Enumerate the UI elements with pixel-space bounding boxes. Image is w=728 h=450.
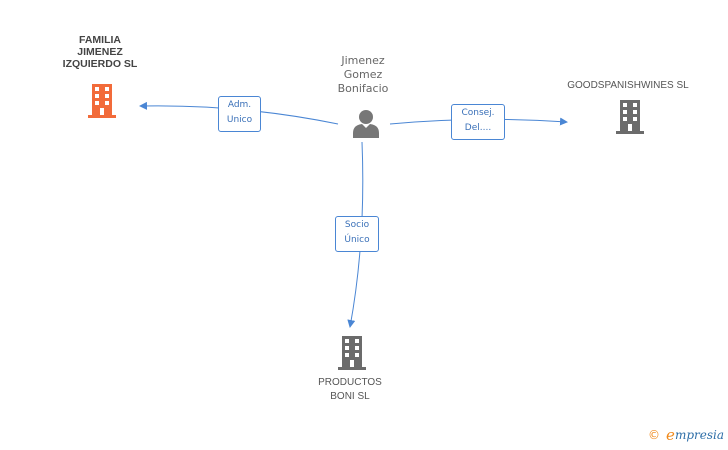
- company-productos-name-line2: BONI SL: [330, 391, 370, 402]
- person-name-line3: Bonifacio: [337, 82, 389, 95]
- relation-label-line2: Único: [344, 235, 370, 245]
- company-goodspanish-label[interactable]: GOODSPANISHWINES SL: [548, 80, 708, 92]
- building-icon[interactable]: [86, 84, 118, 118]
- brand-name: mpresia: [674, 428, 724, 442]
- building-icon[interactable]: [614, 100, 646, 134]
- relation-label-line1: Socio: [344, 220, 370, 230]
- relation-label-line2: Del....: [464, 123, 492, 133]
- relation-label-consej-del[interactable]: Consej. Del....: [451, 104, 505, 140]
- company-familia-label[interactable]: FAMILIA JIMENEZ IZQUIERDO SL: [40, 34, 160, 70]
- relation-label-line1: Adm.: [227, 100, 252, 110]
- person-name[interactable]: Jimenez Gomez Bonifacio: [318, 54, 408, 96]
- company-familia-name-line1: FAMILIA: [79, 34, 121, 46]
- company-productos-name-line1: PRODUCTOS: [318, 377, 382, 388]
- brand-footer[interactable]: © e mpresia: [648, 426, 724, 444]
- copyright-icon: ©: [648, 428, 661, 442]
- person-name-line1: Jimenez: [341, 54, 385, 67]
- relation-label-line1: Consej.: [461, 108, 495, 118]
- relation-label-line2: Unico: [226, 115, 253, 125]
- relation-label-adm-unico[interactable]: Adm. Unico: [218, 96, 261, 132]
- company-productos-label[interactable]: PRODUCTOS BONI SL: [300, 376, 400, 404]
- company-familia-name-line2: JIMENEZ: [77, 46, 123, 58]
- person-name-line2: Gomez: [343, 68, 383, 81]
- company-familia-name-line3: IZQUIERDO SL: [62, 58, 138, 70]
- company-goodspanish-name: GOODSPANISHWINES SL: [567, 80, 689, 91]
- relation-label-socio-unico[interactable]: Socio Único: [335, 216, 379, 252]
- building-icon[interactable]: [336, 336, 368, 370]
- person-icon[interactable]: [351, 108, 381, 138]
- brand-initial: e: [666, 426, 675, 444]
